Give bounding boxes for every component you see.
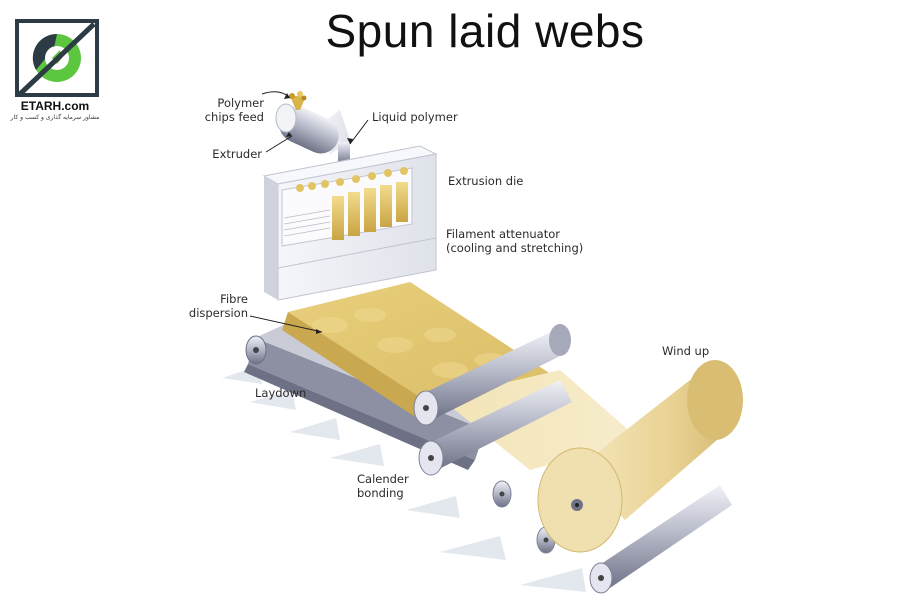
label-filament-attenuator-line2: (cooling and stretching) bbox=[446, 241, 584, 255]
label-fibre-dispersion-line2: dispersion bbox=[188, 306, 248, 320]
label-filament-attenuator-line1: Filament attenuator bbox=[446, 227, 560, 241]
label-extrusion-die: Extrusion die bbox=[448, 174, 524, 188]
label-liquid-polymer: Liquid polymer bbox=[372, 110, 458, 124]
label-laydown: Laydown bbox=[255, 386, 307, 400]
wind-up-roll bbox=[537, 360, 743, 594]
logo-subtitle: مشاور سرمایه گذاری و کسب و کار bbox=[10, 114, 100, 121]
label-wind-up: Wind up bbox=[662, 344, 710, 358]
label-polymer-chips-line2: chips feed bbox=[204, 110, 264, 124]
label-polymer-chips-line1: Polymer bbox=[217, 96, 264, 110]
filaments bbox=[332, 182, 408, 240]
label-polymer-chips-feed: Polymer chips feed bbox=[186, 96, 264, 124]
label-extruder: Extruder bbox=[212, 147, 262, 161]
label-filament-attenuator: Filament attenuator (cooling and stretch… bbox=[446, 227, 583, 255]
label-fibre-dispersion-line1: Fibre bbox=[220, 292, 248, 306]
label-calender-bonding: Calender bonding bbox=[357, 472, 409, 500]
extrusion-unit bbox=[262, 91, 438, 301]
label-fibre-dispersion: Fibre dispersion bbox=[170, 292, 248, 320]
arrowheads bbox=[284, 93, 353, 334]
etarh-logo bbox=[15, 19, 99, 97]
logo-name: ETARH.com bbox=[20, 99, 90, 113]
shade-arrows bbox=[222, 366, 586, 592]
label-calender-bonding-line1: Calender bbox=[357, 472, 409, 486]
label-calender-bonding-line2: bonding bbox=[357, 486, 404, 500]
slide-title: Spun laid webs bbox=[325, 5, 645, 57]
